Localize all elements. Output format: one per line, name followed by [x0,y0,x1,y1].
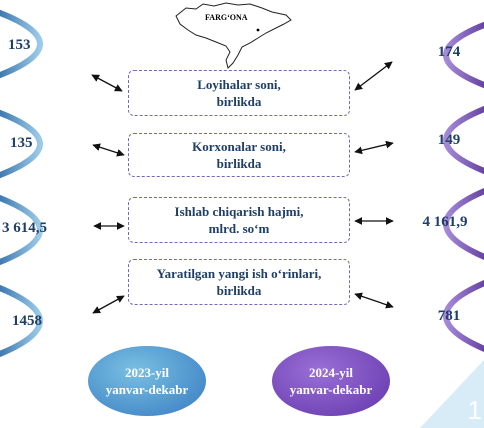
page-number: 1 [467,395,482,425]
right-value-enterprises: 149 [437,132,461,148]
left-arc [0,109,43,179]
connector-arrow [92,143,125,157]
fergana-map-icon [175,2,292,69]
right-arc [443,105,484,175]
metric-box-projects: Loyihalar soni, birlikda [128,70,350,116]
corner-decoration [420,360,484,428]
metric-box-jobs: Yaratilgan yangi ish o‘rinlari, birlikda [128,259,350,305]
legend-period: yanvar-dekabr [105,382,189,397]
connector-arrow [91,74,123,92]
right-arc [443,21,484,89]
right-value-projects: 174 [437,44,461,60]
metric-unit: mlrd. so‘m [208,221,270,236]
right-arc [443,280,484,352]
left-value-projects: 153 [8,37,31,53]
legend-2023: 2023-yil yanvar-dekabr [88,346,206,416]
metric-label: Yaratilgan yangi ish o‘rinlari, [156,266,322,281]
legend-year: 2024-yil [308,365,354,380]
connector-arrow [354,292,394,309]
left-arc [0,285,43,357]
right-value-production: 4 161,9 [422,214,468,230]
right-value-jobs: 781 [437,308,461,324]
metric-label: Ishlab chiqarish hajmi, [174,204,304,219]
left-arc [0,194,43,266]
left-value-enterprises: 135 [10,135,33,151]
left-value-jobs: 1458 [12,313,42,329]
connector-arrow [354,61,393,91]
metric-unit: birlikda [216,156,262,171]
left-arc [0,9,43,79]
metric-box-production: Ishlab chiqarish hajmi, mlrd. so‘m [128,197,350,243]
metric-unit: birlikda [216,94,262,109]
legend-period: yanvar-dekabr [289,382,373,397]
metric-box-enterprises: Korxonalar soni, birlikda [128,133,350,177]
legend-year: 2023-yil [124,365,170,380]
left-value-production: 3 614,5 [2,220,47,236]
right-arc [443,188,484,260]
map-dot-icon [256,28,260,32]
metric-unit: birlikda [216,283,262,298]
connector-arrow [354,140,394,155]
map-label: FARG‘ONA [205,13,248,22]
legend-2024: 2024-yil yanvar-dekabr [272,346,390,416]
metric-label: Korxonalar soni, [192,139,286,154]
connector-arrow [92,295,125,314]
metric-label: Loyihalar soni, [197,77,281,92]
